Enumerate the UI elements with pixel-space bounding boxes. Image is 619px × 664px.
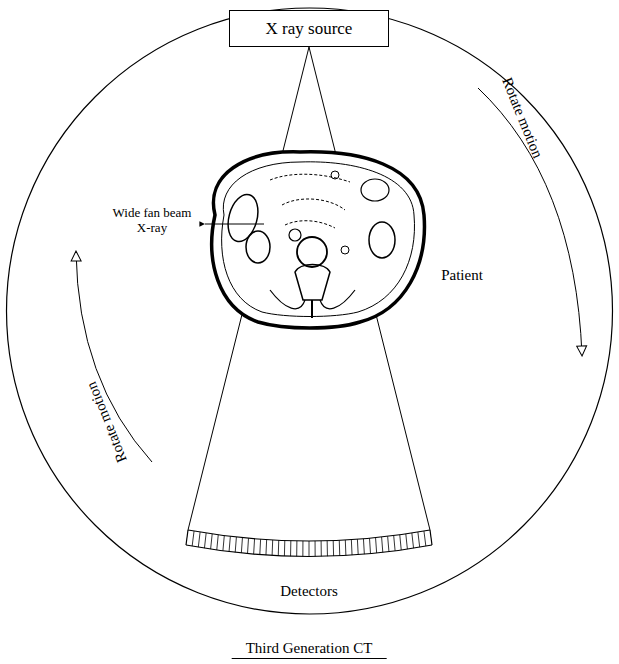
detector-cell <box>321 541 322 556</box>
detector-array <box>186 530 432 557</box>
detector-cell <box>357 539 359 554</box>
detector-cell <box>370 538 371 553</box>
leader-line <box>205 224 264 225</box>
patient-label: Patient <box>441 267 483 284</box>
detector-cell <box>296 541 297 556</box>
gantry-ring <box>7 8 613 614</box>
detector-cell <box>284 541 285 556</box>
detector-cell <box>211 534 213 549</box>
detector-cell <box>376 538 377 553</box>
detector-cell <box>388 536 389 551</box>
source-label: X ray source <box>266 19 353 39</box>
detector-cell <box>217 535 219 550</box>
detector-cell <box>327 541 328 556</box>
detector-cell <box>192 531 194 546</box>
detector-cell <box>241 538 242 553</box>
detector-cell <box>309 541 310 557</box>
detector-cell <box>400 535 402 550</box>
detector-cell <box>248 538 249 553</box>
fan-beam <box>188 47 430 530</box>
detector-cell <box>204 533 206 548</box>
detector-cell <box>412 533 414 548</box>
detector-cell <box>418 532 420 547</box>
detector-cell <box>253 539 255 554</box>
detector-cell <box>229 536 230 551</box>
patient-figure <box>212 152 425 328</box>
detector-cell <box>424 531 426 546</box>
detector-cell <box>394 536 395 551</box>
detector-cell <box>363 539 365 554</box>
detector-cell <box>406 534 408 549</box>
detector-cell <box>235 537 236 552</box>
detector-cell <box>345 540 347 555</box>
detector-cell <box>278 540 280 555</box>
figure-caption: Third Generation CT <box>232 640 387 659</box>
detector-cell <box>351 540 353 555</box>
detector-cell <box>272 540 274 555</box>
detector-cell <box>259 539 261 554</box>
beam-label: Wide fan beam X-ray <box>105 206 199 236</box>
detector-label: Detectors <box>280 583 337 600</box>
detector-cell <box>302 541 303 556</box>
detector-cell <box>315 541 316 556</box>
detector-cell <box>290 541 291 556</box>
source-box: X ray source <box>229 10 389 47</box>
detector-cell <box>339 540 341 555</box>
motion-label: Rotate motion <box>83 379 131 465</box>
detector-cell <box>382 537 383 552</box>
detector-cell <box>223 536 224 551</box>
detector-cell <box>198 532 200 547</box>
detector-cell <box>265 540 267 555</box>
detector-cell <box>333 541 334 556</box>
